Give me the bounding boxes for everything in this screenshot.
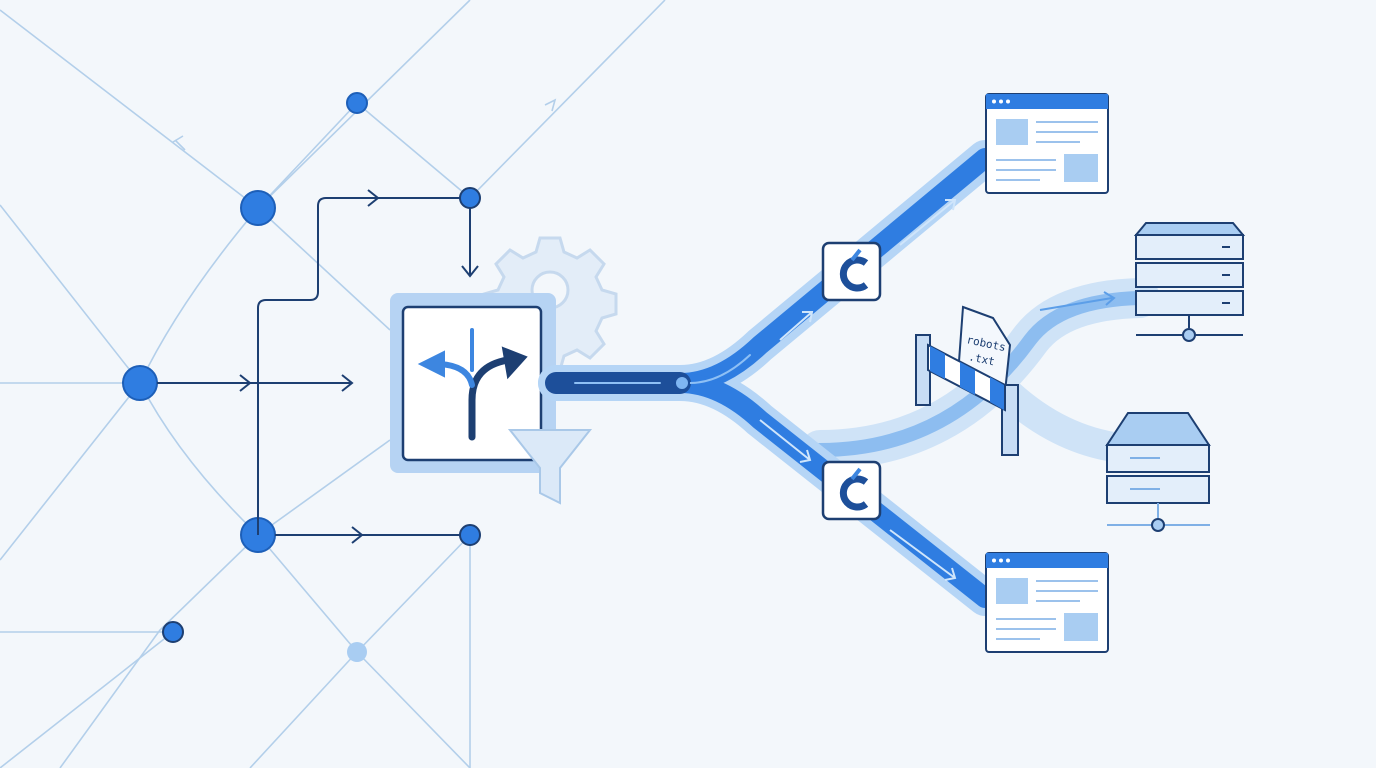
crawler-c-icon [821, 460, 882, 521]
browser-window-icon [985, 552, 1109, 653]
robots-file-line2: .txt [967, 350, 996, 368]
background-network [0, 0, 666, 768]
browser-window-icon [985, 93, 1109, 194]
document-icon: robots .txt [956, 305, 1012, 394]
background-nodes [122, 92, 481, 662]
split-arrows-icon [417, 328, 528, 441]
server-icon [1133, 222, 1246, 342]
server-icon [1105, 412, 1211, 532]
barrier-icon [915, 334, 1019, 456]
crawler-c-icon [821, 241, 882, 302]
flow-arrows [759, 199, 1116, 581]
flow-paths [538, 140, 1160, 616]
funnel-icon [507, 429, 593, 505]
router-box [390, 293, 556, 473]
routing-lines [157, 189, 479, 544]
